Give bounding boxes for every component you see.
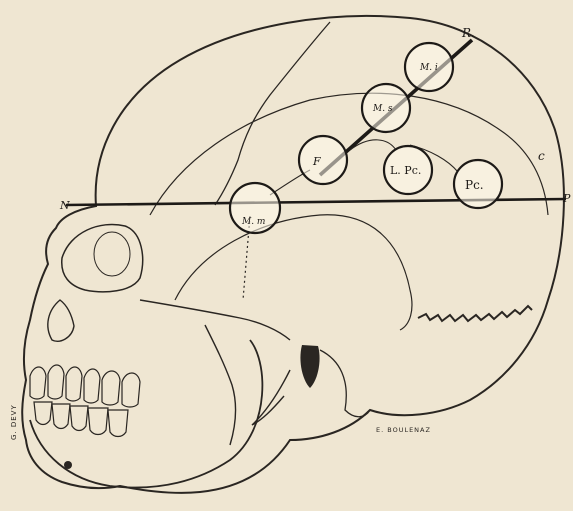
credit-left: G. DEVY [10, 404, 18, 440]
label-c: c [538, 149, 545, 163]
label-f: F [312, 155, 321, 168]
label-mm: M. m [241, 217, 265, 227]
label-mi: M. i [419, 63, 438, 73]
label-r: R. [461, 26, 475, 40]
label-p: P [562, 192, 571, 205]
label-pc: Pc. [465, 178, 484, 192]
credit-right: E. BOULENAZ [376, 426, 431, 434]
label-ms: M. s [372, 104, 393, 114]
area-f-circle [299, 136, 347, 184]
mental-foramen [64, 461, 72, 469]
label-n: N [59, 199, 70, 212]
label-lpc: L. Pc. [390, 164, 421, 177]
